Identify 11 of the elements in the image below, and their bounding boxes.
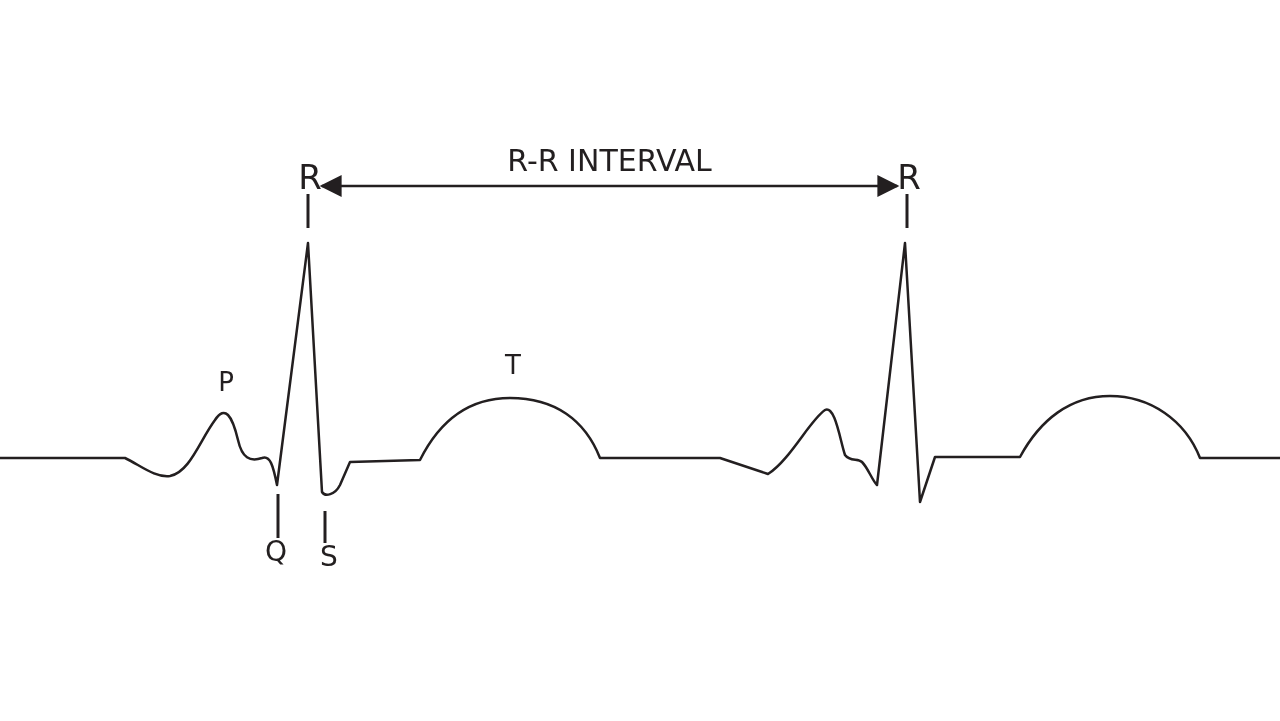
interval-arrow (319, 175, 900, 197)
wave-label: P (218, 369, 234, 395)
leader-line (276, 494, 280, 538)
leader-line (306, 194, 310, 228)
wave-point-label: S (320, 543, 338, 571)
wave-point-label: R (298, 160, 322, 194)
leader-line (323, 511, 327, 543)
wave-point-label: R (897, 160, 921, 194)
wave-label: T (505, 352, 521, 378)
wave-point-label: Q (265, 538, 287, 566)
leader-line (905, 194, 909, 228)
